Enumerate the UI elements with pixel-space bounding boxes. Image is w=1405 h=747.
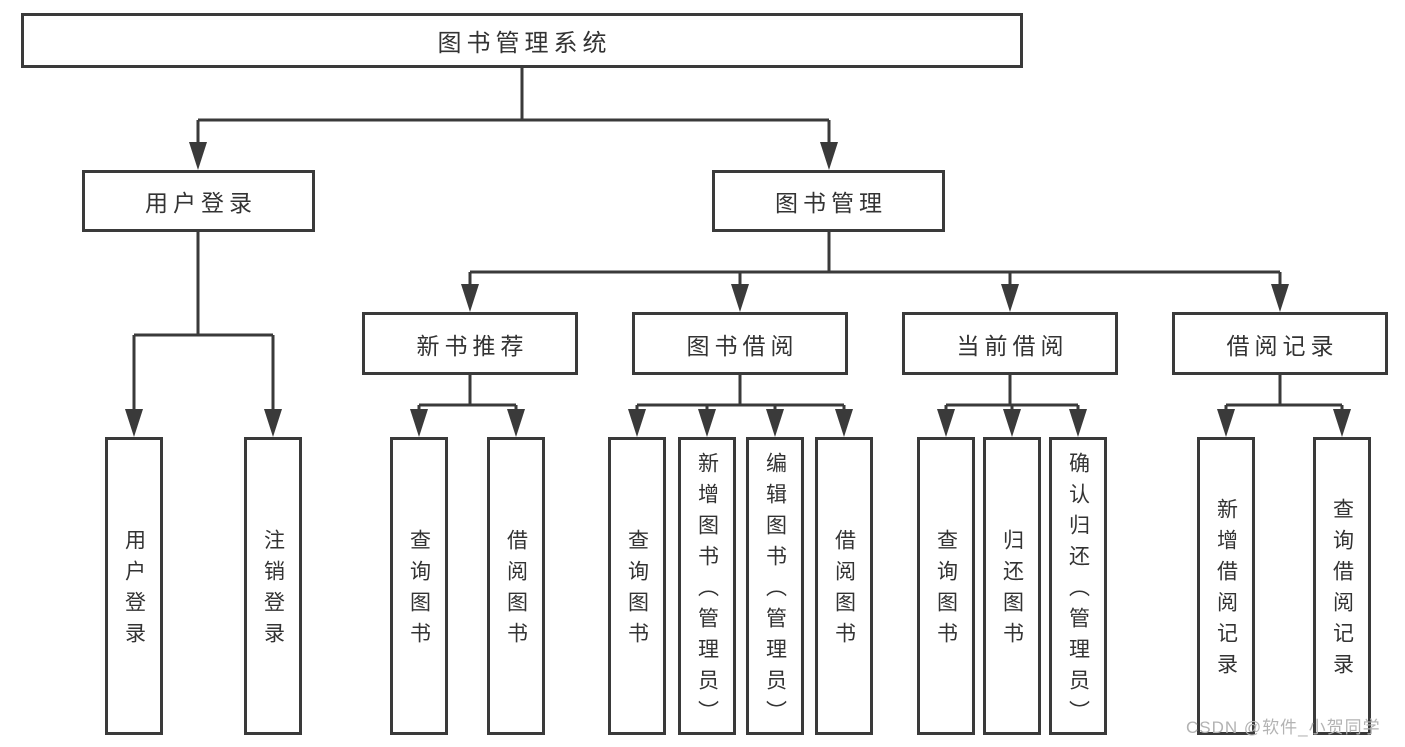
arrowhead — [1217, 409, 1235, 437]
leaf-label: 归还图书 — [1000, 529, 1024, 653]
leaf-label: 新增图书（管理员） — [695, 451, 719, 731]
node-add-book-admin: 新增图书（管理员） — [678, 437, 736, 735]
leaf-label: 编辑图书（管理员） — [763, 451, 787, 731]
leaf-label: 新增借阅记录 — [1214, 498, 1238, 684]
arrowhead — [461, 284, 479, 312]
node-edit-book-admin: 编辑图书（管理员） — [746, 437, 804, 735]
node-book-borrowing: 图书借阅 — [632, 312, 848, 375]
node-confirm-return-admin: 确认归还（管理员） — [1049, 437, 1107, 735]
node-book-management: 图书管理 — [712, 170, 945, 232]
node-library-management-system: 图书管理系统 — [21, 13, 1023, 68]
node-return-books: 归还图书 — [983, 437, 1041, 735]
arrowheads — [125, 142, 1351, 437]
arrowhead — [698, 409, 716, 437]
arrowhead — [835, 409, 853, 437]
node-user-login: 用户登录 — [105, 437, 163, 735]
leaf-label: 注销登录 — [261, 529, 285, 653]
arrowhead — [1069, 409, 1087, 437]
node-user-login-branch: 用户登录 — [82, 170, 315, 232]
csdn-watermark: CSDN @软件_小贺同学 — [1186, 718, 1381, 737]
arrowhead — [766, 409, 784, 437]
arrowhead — [1001, 284, 1019, 312]
node-borrow-books-borrowing: 借阅图书 — [815, 437, 873, 735]
leaf-label: 确认归还（管理员） — [1066, 451, 1090, 731]
arrowhead — [1333, 409, 1351, 437]
leaf-label: 借阅图书 — [832, 529, 856, 653]
arrowhead — [1003, 409, 1021, 437]
node-query-books-borrowing: 查询图书 — [608, 437, 666, 735]
node-borrow-books-newrec: 借阅图书 — [487, 437, 545, 735]
arrowhead — [937, 409, 955, 437]
leaf-label: 用户登录 — [122, 529, 146, 653]
leaf-label: 借阅图书 — [504, 529, 528, 653]
arrowhead — [628, 409, 646, 437]
node-query-books-newrec: 查询图书 — [390, 437, 448, 735]
leaf-label: 查询图书 — [625, 529, 649, 653]
node-logout-login: 注销登录 — [244, 437, 302, 735]
node-new-book-recommendation: 新书推荐 — [362, 312, 578, 375]
leaf-label: 查询图书 — [934, 529, 958, 653]
arrowhead — [125, 409, 143, 437]
arrowhead — [264, 409, 282, 437]
arrowhead — [820, 142, 838, 170]
arrowhead — [507, 409, 525, 437]
node-current-borrowing: 当前借阅 — [902, 312, 1118, 375]
node-query-books-current: 查询图书 — [917, 437, 975, 735]
node-add-borrow-record: 新增借阅记录 — [1197, 437, 1255, 735]
arrowhead — [189, 142, 207, 170]
arrowhead — [731, 284, 749, 312]
arrowhead — [410, 409, 428, 437]
leaf-label: 查询借阅记录 — [1330, 498, 1354, 684]
leaf-label: 查询图书 — [407, 529, 431, 653]
tree-edges — [132, 68, 1344, 419]
node-query-borrow-record: 查询借阅记录 — [1313, 437, 1371, 735]
node-borrowing-records: 借阅记录 — [1172, 312, 1388, 375]
arrowhead — [1271, 284, 1289, 312]
